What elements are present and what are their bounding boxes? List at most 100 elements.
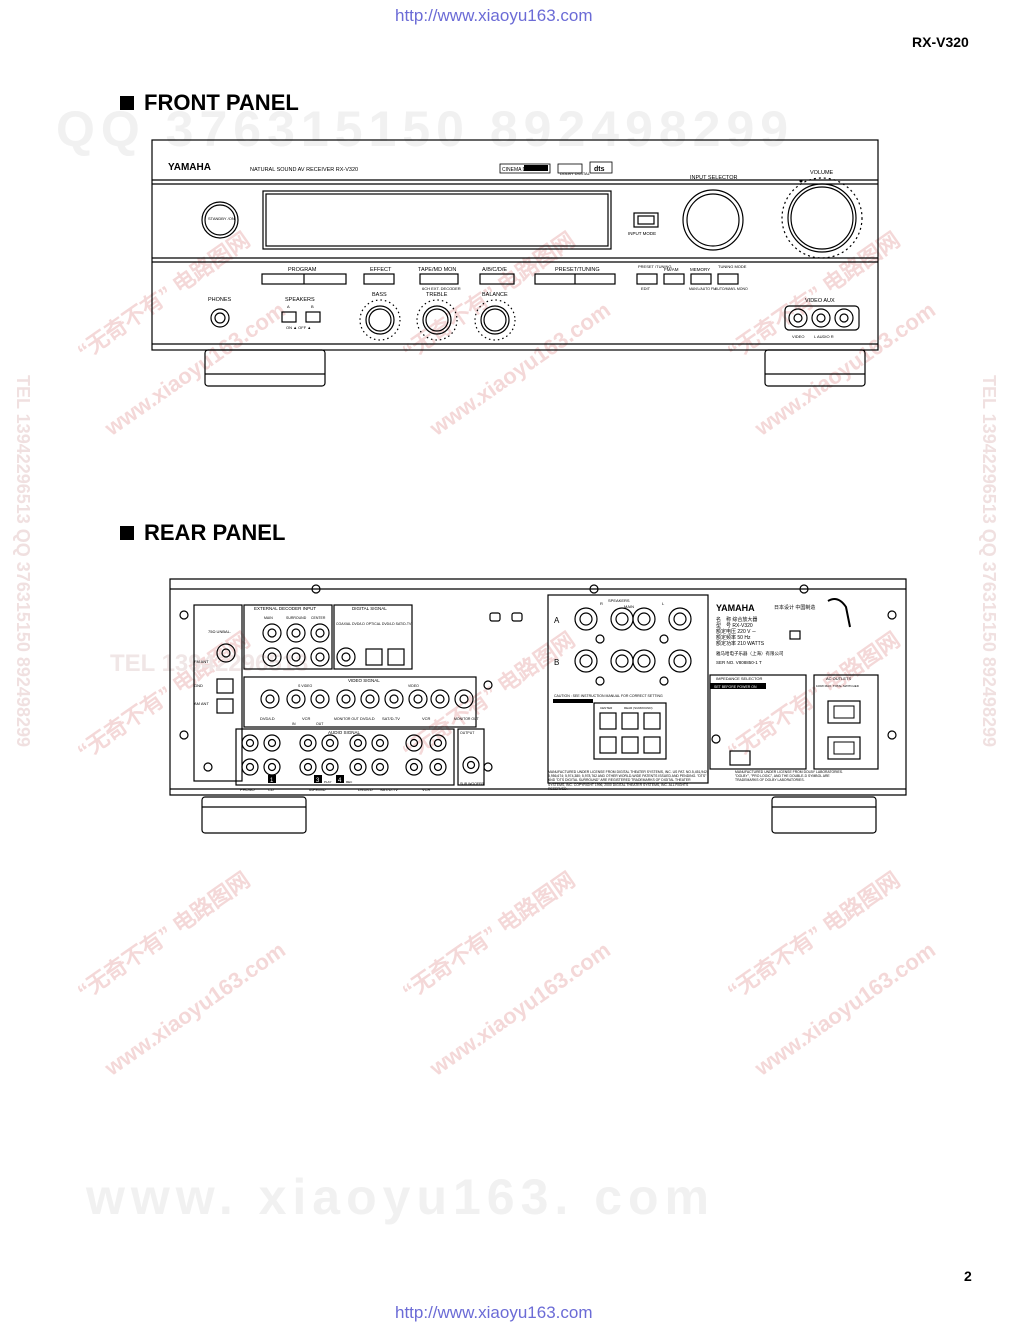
- phono-l-jack[interactable]: [241, 734, 259, 752]
- cd-l-jack[interactable]: [263, 734, 281, 752]
- spk-b-r-plus[interactable]: [574, 649, 598, 673]
- standby-button[interactable]: [201, 201, 239, 239]
- spk-b-l-minus[interactable]: [632, 649, 656, 673]
- memory-label: MEMORY: [690, 267, 710, 272]
- s-video-vcr-in-jack[interactable]: [286, 689, 306, 709]
- am-antenna-terminal[interactable]: [216, 698, 234, 714]
- vcr-out-l-jack[interactable]: [429, 734, 447, 752]
- video-dvd-jack[interactable]: [360, 689, 380, 709]
- front-chassis: [151, 139, 879, 351]
- optical-sat-jack[interactable]: [387, 648, 405, 666]
- s-video-vcr-out-jack[interactable]: [310, 689, 330, 709]
- video-aux-audio-r-jack[interactable]: [834, 308, 854, 328]
- page-number: 2: [964, 1268, 972, 1284]
- spk-a-l-minus[interactable]: [632, 607, 656, 631]
- balance-knob[interactable]: [480, 305, 510, 335]
- video-aux-label: VIDEO AUX: [805, 298, 835, 304]
- fm-ant-label: FM ANT: [194, 659, 209, 664]
- vcr-out-r-jack[interactable]: [429, 758, 447, 776]
- num1-box: [268, 775, 276, 783]
- bass-label: BASS: [372, 292, 387, 298]
- spk-a-r-minus[interactable]: [610, 607, 634, 631]
- video-monitor-jack[interactable]: [454, 689, 474, 709]
- input-mode-button[interactable]: [633, 212, 659, 228]
- rear-panel-title-text: REAR PANEL: [144, 520, 286, 545]
- subwoofer-output-jack[interactable]: [462, 756, 480, 774]
- center-minus-terminal[interactable]: [599, 736, 617, 754]
- rear-foot-left: [201, 796, 307, 834]
- spk-a-r-plus[interactable]: [574, 607, 598, 631]
- effect-button[interactable]: [363, 273, 395, 285]
- speakers-label: SPEAKERS: [608, 598, 630, 603]
- video-aux-audio-l-jack[interactable]: [811, 308, 831, 328]
- center-rear-terminal-block: [593, 702, 667, 760]
- ac-outlet-2[interactable]: [827, 736, 861, 760]
- ext-subwoofer-jack[interactable]: [310, 647, 330, 667]
- ext-main-l-jack[interactable]: [262, 623, 282, 643]
- preset-tuning-edit-button[interactable]: [636, 273, 658, 285]
- sat-audio-r-jack[interactable]: [371, 758, 389, 776]
- spk-a-l-plus[interactable]: [668, 607, 692, 631]
- model-number: RX-V320: [912, 34, 969, 50]
- cinema-dsp-dark-band: [524, 165, 548, 171]
- s-video-dvd-jack[interactable]: [260, 689, 280, 709]
- standby-label: STANDBY /ON: [208, 216, 235, 221]
- treble-knob[interactable]: [422, 305, 452, 335]
- balance-label: BALANCE: [482, 292, 508, 298]
- gnd-terminal[interactable]: [216, 678, 234, 694]
- rear-l-minus-terminal[interactable]: [643, 736, 661, 754]
- tape-play-l-jack[interactable]: [299, 734, 317, 752]
- cd-r-jack[interactable]: [263, 758, 281, 776]
- tape-md-mon-button[interactable]: [419, 273, 459, 285]
- rear-r-minus-terminal[interactable]: [621, 736, 639, 754]
- ext-center-jack[interactable]: [310, 623, 330, 643]
- ac-outlet-1[interactable]: [827, 700, 861, 724]
- fm-antenna-jack[interactable]: [216, 643, 236, 663]
- dvd-audio-l-jack[interactable]: [349, 734, 367, 752]
- tuning-sub-label: AUTO/MAN'L MONO: [715, 287, 748, 291]
- rear-spk-label: REAR (SURROUND): [624, 706, 653, 710]
- video-signal-section: [243, 676, 477, 728]
- spk-b-r-minus[interactable]: [610, 649, 634, 673]
- video-aux-video-jack[interactable]: [788, 308, 808, 328]
- phono-r-jack[interactable]: [241, 758, 259, 776]
- edit-label: EDIT: [641, 286, 651, 291]
- tuning-mode-button[interactable]: [717, 273, 739, 285]
- video-vcr-out-jack[interactable]: [430, 689, 450, 709]
- sat-audio-l-jack[interactable]: [371, 734, 389, 752]
- tape-rec-r-jack[interactable]: [321, 758, 339, 776]
- abcde-button[interactable]: [479, 273, 515, 285]
- ext-surround-r-jack[interactable]: [286, 647, 306, 667]
- caution-label: CAUTION : SEE INSTRUCTION MANUAL FOR COR…: [554, 694, 663, 698]
- bass-knob[interactable]: [365, 305, 395, 335]
- power-cord: [827, 598, 851, 628]
- volume-knob[interactable]: [787, 183, 857, 253]
- s-video-in-label: IN: [292, 722, 296, 726]
- top-url-link[interactable]: http://www.xiaoyu163.com: [395, 6, 593, 25]
- video-vcr-in-jack[interactable]: [408, 689, 428, 709]
- tape-rec-l-jack[interactable]: [321, 734, 339, 752]
- ext-main-r-jack[interactable]: [262, 647, 282, 667]
- s-video-monitor-jack[interactable]: [336, 689, 356, 709]
- speakers-a-button[interactable]: [281, 311, 297, 323]
- ext-surround-l-jack[interactable]: [286, 623, 306, 643]
- input-selector-knob[interactable]: [682, 189, 744, 251]
- rear-r-plus-terminal[interactable]: [621, 712, 639, 730]
- center-plus-terminal[interactable]: [599, 712, 617, 730]
- dvd-audio-r-jack[interactable]: [349, 758, 367, 776]
- fm-am-button[interactable]: [663, 273, 685, 285]
- speakers-b-button[interactable]: [305, 311, 321, 323]
- memory-button[interactable]: [690, 273, 712, 285]
- tape-play-r-jack[interactable]: [299, 758, 317, 776]
- coaxial-jack[interactable]: [336, 647, 356, 667]
- vcr-in-l-jack[interactable]: [405, 734, 423, 752]
- vcr-in-r-jack[interactable]: [405, 758, 423, 776]
- rear-l-plus-terminal[interactable]: [643, 712, 661, 730]
- speakers-onoff-label: ON ▲ OFF ▲: [286, 325, 311, 330]
- optical-dvd-jack[interactable]: [365, 648, 383, 666]
- spk-b-l-plus[interactable]: [668, 649, 692, 673]
- impedance-selector-switch[interactable]: [729, 750, 751, 766]
- bottom-url-link[interactable]: http://www.xiaoyu163.com: [395, 1303, 593, 1322]
- video-sat-jack[interactable]: [384, 689, 404, 709]
- phones-jack[interactable]: [210, 308, 230, 328]
